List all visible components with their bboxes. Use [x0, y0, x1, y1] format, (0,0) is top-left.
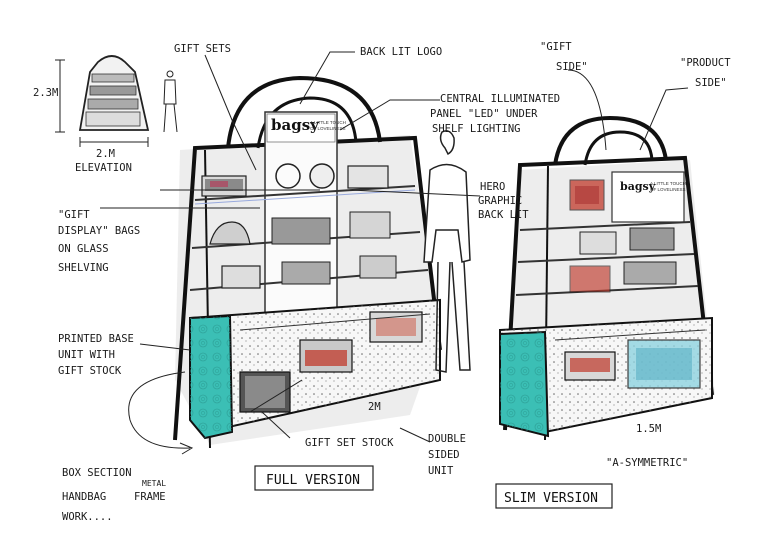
label-printed-base-3: GIFT STOCK — [58, 365, 122, 377]
label-hero-graphic-1: HERO — [480, 181, 505, 193]
elevation-caption: ELEVATION — [75, 162, 132, 174]
label-hero-graphic-2: GRAPHIC — [478, 195, 522, 207]
person-silhouette — [423, 130, 471, 373]
label-gift-display-4: SHELVING — [58, 262, 109, 274]
label-box-section-2: HANDBAG — [62, 491, 106, 503]
label-box-section-metal: METAL — [142, 479, 166, 488]
elevation-sketch — [55, 55, 178, 147]
elevation-height-label: 2.3M — [33, 87, 58, 99]
label-gift-display-3: ON GLASS — [58, 243, 109, 255]
label-width-full: 2M — [368, 401, 381, 413]
label-back-lit-logo: BACK LIT LOGO — [360, 46, 442, 58]
label-double-sided-1: DOUBLE — [428, 433, 466, 445]
label-width-slim: 1.5M — [636, 423, 661, 435]
elevation-width-label: 2.M — [96, 148, 115, 160]
label-double-sided-3: UNIT — [428, 465, 454, 477]
label-central-panel-2: PANEL "LED" UNDER — [430, 108, 538, 120]
slim-unit-tagline-2: OF LOVELINESS — [650, 187, 686, 192]
full-version-frame — [254, 465, 374, 491]
label-box-section-1: BOX SECTION — [62, 467, 132, 479]
label-box-section-3: FRAME — [134, 491, 166, 503]
slim-unit-tagline-1: A LITTLE TOUCH — [650, 181, 686, 186]
caption-full-version: FULL VERSION — [266, 473, 360, 488]
label-gift-side-2: SIDE" — [556, 61, 588, 73]
full-unit-tagline-2: OF LOVELINESS — [310, 126, 346, 131]
label-central-panel-1: CENTRAL ILLUMINATED — [440, 93, 560, 105]
label-product-side-1: "PRODUCT — [680, 57, 731, 69]
label-gift-set-stock: GIFT SET STOCK — [305, 437, 394, 449]
label-printed-base-2: UNIT WITH — [58, 349, 115, 361]
full-version-unit — [173, 75, 442, 449]
slim-version-unit — [499, 115, 715, 441]
label-box-section-4: WORK.... — [62, 511, 113, 523]
label-double-sided-2: SIDED — [428, 449, 460, 461]
label-hero-graphic-3: BACK LIT — [478, 209, 529, 221]
full-unit-logo: bagsy — [271, 116, 320, 134]
caption-slim-version: SLIM VERSION — [504, 491, 598, 506]
slim-unit-logo: bagsy — [620, 180, 656, 193]
label-gift-sets: GIFT SETS — [174, 43, 231, 55]
label-central-panel-3: SHELF LIGHTING — [432, 123, 521, 135]
label-gift-side-1: "GIFT — [540, 41, 572, 53]
label-printed-base-1: PRINTED BASE — [58, 333, 134, 345]
label-gift-display-1: "GIFT — [58, 209, 90, 221]
leader-lines — [100, 51, 689, 455]
slim-version-frame — [495, 483, 613, 509]
full-unit-tagline-1: A LITTLE TOUCH — [310, 120, 346, 125]
label-product-side-2: SIDE" — [695, 77, 727, 89]
label-gift-display-2: DISPLAY" BAGS — [58, 225, 140, 237]
label-asymmetric: "A-SYMMETRIC" — [606, 457, 688, 469]
